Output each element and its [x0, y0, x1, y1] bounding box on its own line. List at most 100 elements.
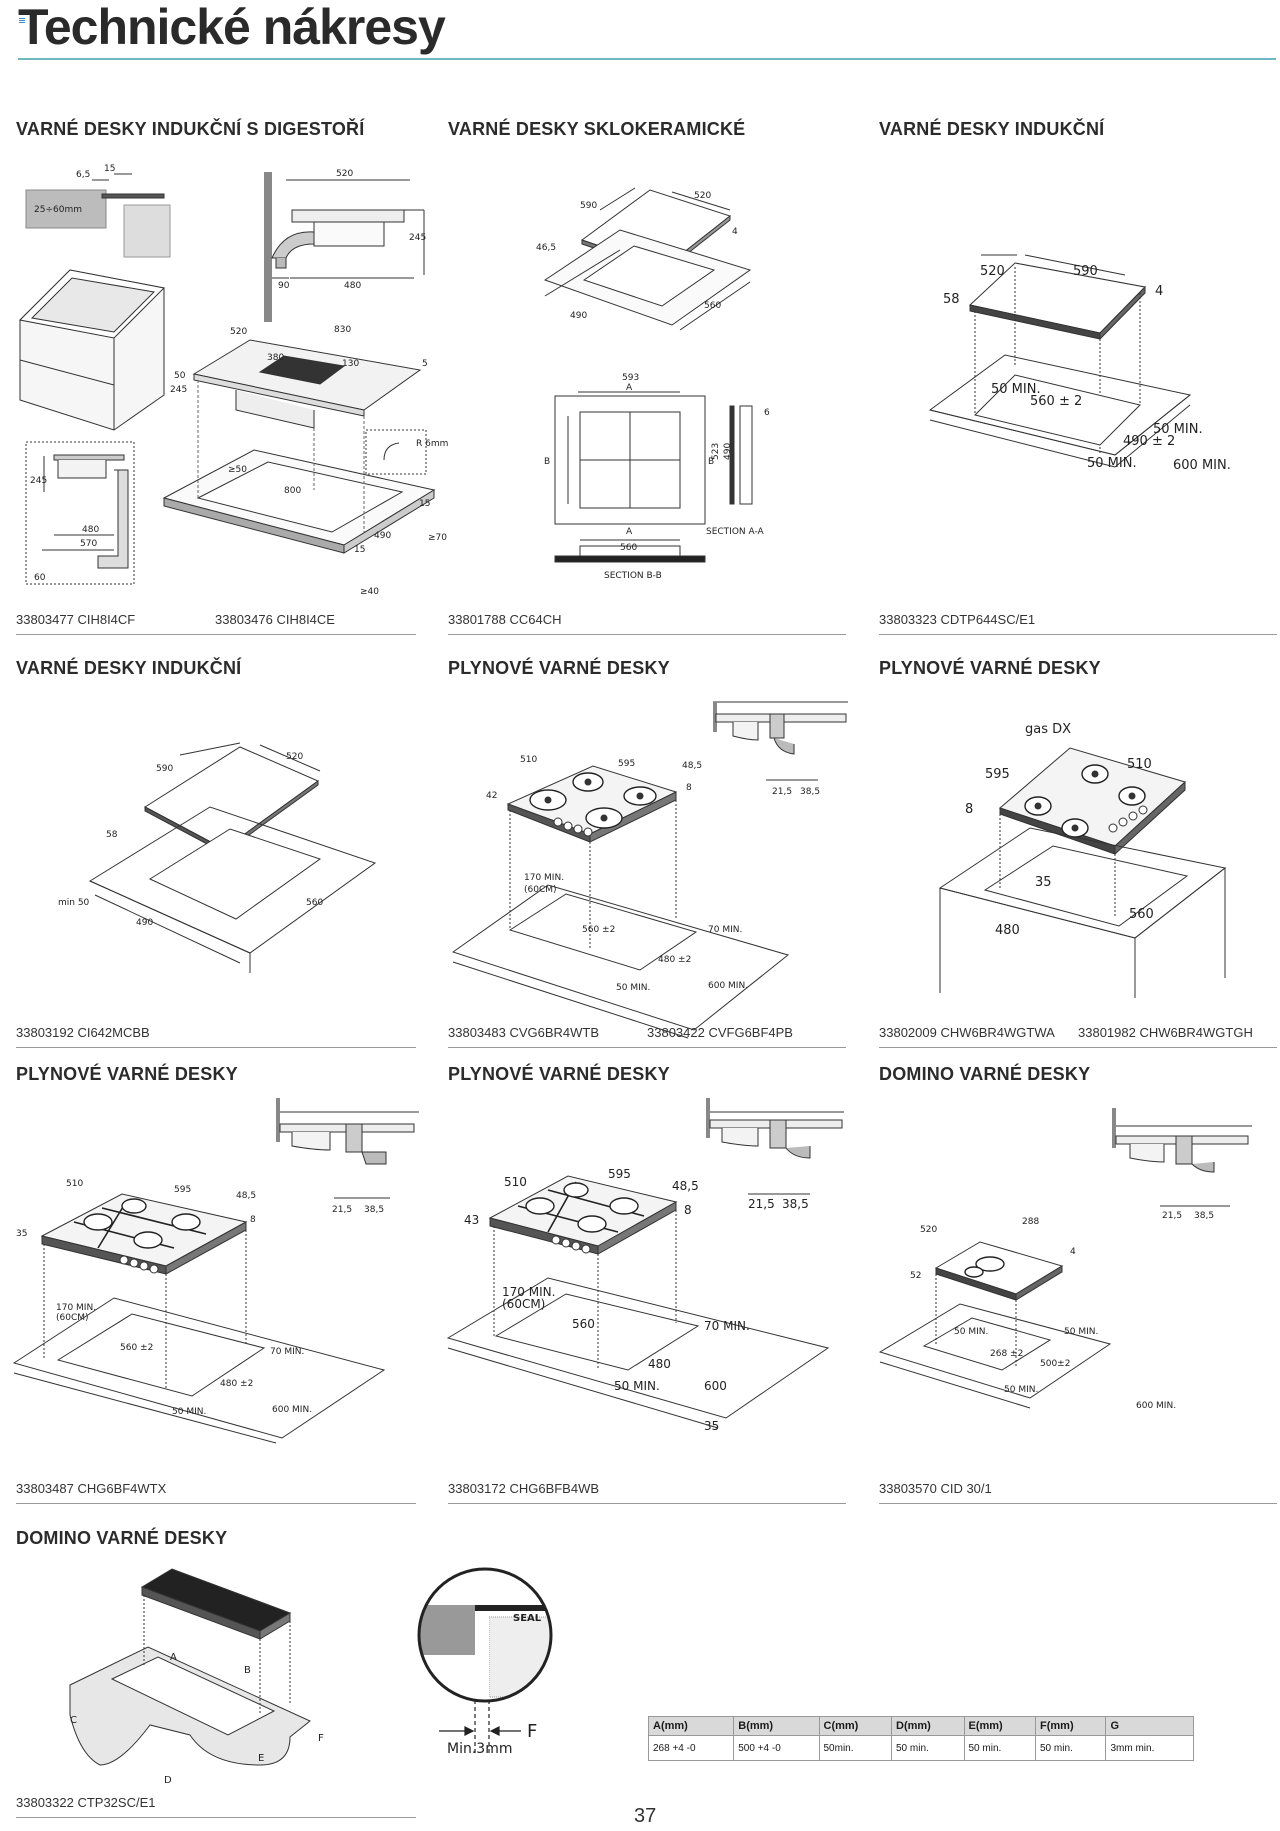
dim-label: 170 MIN. [524, 873, 564, 883]
divider [16, 1503, 416, 1504]
dim-label: 560 [572, 1317, 595, 1331]
dim-label: 600 MIN. [272, 1405, 312, 1415]
dim-label: 800 [284, 486, 301, 496]
dim-label: 490 [374, 531, 391, 541]
table-cell: 50 min. [1034, 1735, 1107, 1761]
dim-label: 8 [686, 783, 692, 793]
dim-label: 380 [267, 353, 284, 363]
dim-label: 560 ± 2 [1030, 394, 1082, 409]
dim-label: 520 [286, 752, 303, 762]
dim-label: (60CM) [524, 885, 557, 895]
title-rule [18, 58, 1276, 60]
dim-label: 570 [80, 539, 97, 549]
dim-label: 560 ±2 [582, 925, 615, 935]
dim-label: 5 [422, 359, 428, 369]
dim-label: 8 [250, 1215, 256, 1225]
dim-label: 50 MIN. [1004, 1385, 1038, 1395]
table-cell: 50min. [818, 1735, 892, 1761]
technical-drawing-domino: 520 288 4 52 50 MIN. 50 MIN. 268 ±2 500±… [878, 1108, 1252, 1411]
dim-label: 8 [684, 1203, 692, 1217]
dim-label: 480 ±2 [658, 955, 691, 965]
dim-label: A [626, 527, 633, 537]
dim-label: 35 [16, 1229, 27, 1239]
dim-label: 4 [732, 227, 738, 237]
section-heading-gas-4: PLYNOVÉ VARNÉ DESKY [448, 1064, 670, 1084]
table-row: 268 +4 -0 500 +4 -0 50min. 50 min. 50 mi… [647, 1735, 1194, 1761]
dim-label: 520 [920, 1225, 937, 1235]
dim-label: (60CM) [502, 1297, 545, 1311]
dim-label: 46,5 [536, 243, 556, 253]
dim-label: 595 [618, 759, 635, 769]
dim-label: R 6mm [416, 439, 448, 449]
page-title: Technické nákresy [18, 0, 446, 55]
dim-label: 130 [342, 359, 359, 369]
product-code: 33803476 CIH8I4CE [215, 612, 335, 627]
dim-label: 593 [622, 373, 639, 383]
dim-label: 500±2 [1040, 1359, 1070, 1369]
page-number: 37 [634, 1805, 657, 1827]
dim-label: F [527, 1721, 537, 1742]
table-header: E(mm) [963, 1716, 1036, 1736]
dim-label: SECTION B-B [604, 571, 662, 581]
product-code: 33801982 CHW6BR4WGTGH [1078, 1025, 1253, 1040]
dim-label: 288 [1022, 1217, 1039, 1227]
dim-label: 560 [704, 301, 721, 311]
table-header: C(mm) [818, 1716, 892, 1736]
section-heading-induction-hood: VARNÉ DESKY INDUKČNÍ S DIGESTOŘÍ [16, 119, 365, 139]
section-heading-gas-2: PLYNOVÉ VARNÉ DESKY [879, 658, 1101, 678]
dim-label: 90 [278, 281, 290, 291]
dim-label: 70 MIN. [708, 925, 742, 935]
dim-label: 480 [648, 1357, 671, 1371]
divider [16, 634, 416, 635]
technical-drawing-induction-2: 590 520 58 min 50 560 490 [58, 742, 377, 973]
dim-label: 830 [334, 325, 351, 335]
title-marker [19, 18, 25, 24]
dim-label: 520 [336, 169, 353, 179]
technical-drawing-domino-2: A B C D E F [69, 1568, 324, 1786]
dim-label: 520 [230, 327, 247, 337]
dim-label: 560 ±2 [120, 1343, 153, 1353]
dim-label: min 50 [58, 898, 90, 908]
dim-label: E [258, 1753, 264, 1764]
dim-label: 15 [354, 545, 365, 555]
section-heading-domino: DOMINO VARNÉ DESKY [879, 1064, 1091, 1084]
dim-label: 25÷60mm [34, 205, 82, 215]
technical-drawing-ceramic: 590 520 4 46,5 490 560 593 A B B 523 490… [536, 187, 770, 581]
dim-label: 70 MIN. [270, 1347, 304, 1357]
dim-label: B [244, 1665, 251, 1676]
dim-label: 35 [1035, 875, 1052, 890]
dim-label: 480 ±2 [220, 1379, 253, 1389]
dim-label: 50 MIN. [991, 382, 1041, 397]
dim-label: 480 [82, 525, 99, 535]
technical-drawing-gas-4: 510 595 48,5 43 8 21,5 38,5 170 MIN. (60… [446, 1098, 844, 1433]
dim-label: 38,5 [800, 787, 820, 797]
section-heading-gas: PLYNOVÉ VARNÉ DESKY [448, 658, 670, 678]
dim-label: 48,5 [682, 761, 702, 771]
dim-label: 70 MIN. [704, 1319, 750, 1333]
dim-label: 58 [943, 292, 960, 307]
dim-label: 245 [30, 476, 47, 486]
section-heading-gas-3: PLYNOVÉ VARNÉ DESKY [16, 1064, 238, 1084]
dim-label: 590 [1073, 264, 1098, 279]
dim-label: 590 [580, 201, 597, 211]
dim-label: 595 [985, 767, 1010, 782]
table-cell: 3mm min. [1105, 1735, 1194, 1761]
dim-label: 52 [910, 1271, 921, 1281]
dim-label: 510 [520, 755, 537, 765]
section-heading-domino-2: DOMINO VARNÉ DESKY [16, 1528, 228, 1548]
dim-label: 590 [156, 764, 173, 774]
dim-label: 510 [1127, 757, 1152, 772]
dim-label: 4 [1070, 1247, 1076, 1257]
table-header: A(mm) [647, 1716, 735, 1736]
dim-label: 490 [723, 443, 733, 460]
table-cell: 50 min. [891, 1735, 965, 1761]
dim-label: 50 [174, 371, 186, 381]
divider [448, 1503, 846, 1504]
seal-label: SEAL [513, 1613, 542, 1624]
seal-detail-drawing: SEAL F Min.3mm [417, 1567, 553, 1757]
dim-label: A [170, 1652, 177, 1663]
divider [879, 1503, 1277, 1504]
product-code: 33803483 CVG6BR4WTB [448, 1025, 600, 1040]
table-header: F(mm) [1034, 1716, 1107, 1736]
table-header: G [1105, 1716, 1194, 1736]
